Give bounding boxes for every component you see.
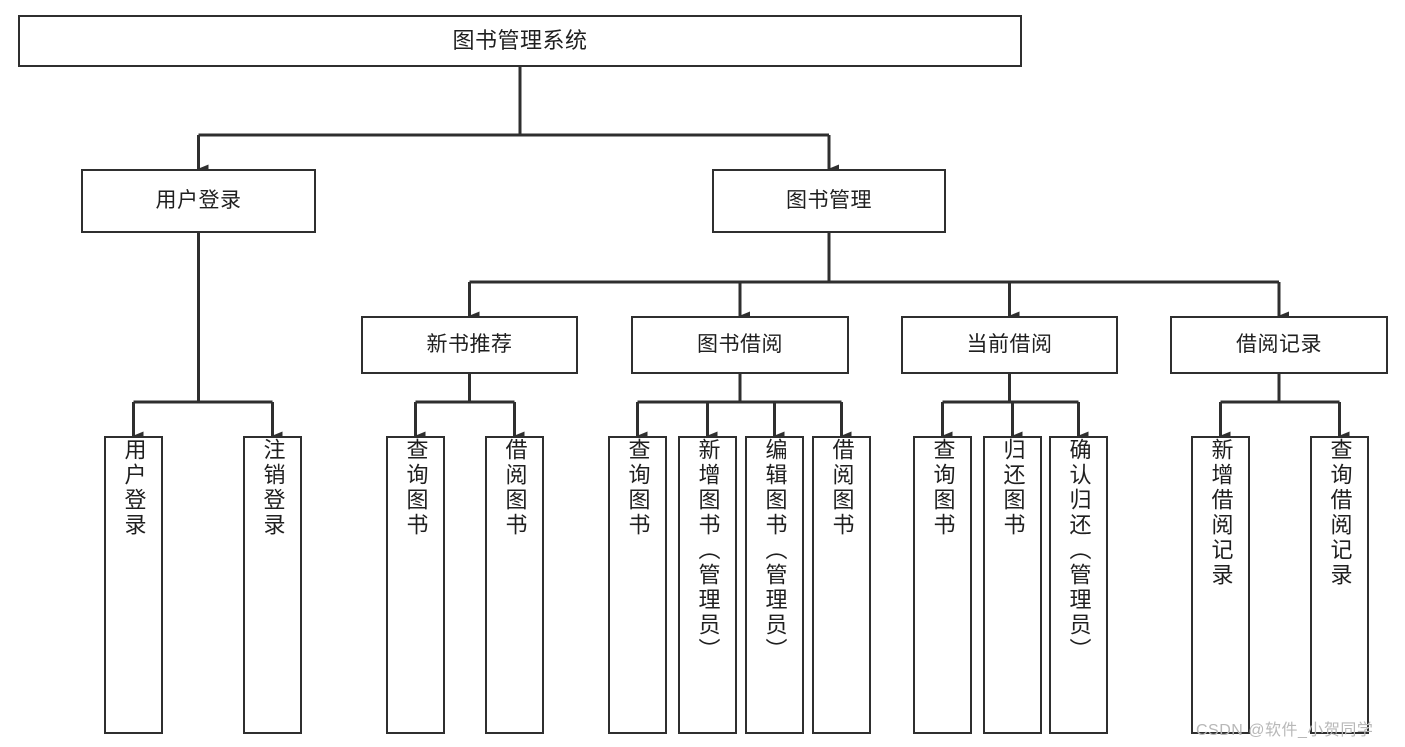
node-leaf-query-book-1[interactable]: 查询图书 — [386, 436, 445, 734]
node-label: 注销登录 — [260, 438, 286, 538]
node-label: 新书推荐 — [426, 333, 513, 357]
node-label: 借阅记录 — [1236, 333, 1322, 357]
node-label: 用户登录 — [121, 438, 147, 538]
node-label: 借阅图书 — [829, 438, 855, 538]
node-leaf-return-book[interactable]: 归还图书 — [983, 436, 1042, 734]
node-leaf-add-record[interactable]: 新增借阅记录 — [1191, 436, 1250, 734]
node-label: 确认归还（管理员） — [1066, 438, 1092, 663]
node-leaf-borrow-book-1[interactable]: 借阅图书 — [485, 436, 544, 734]
node-borrow-record[interactable]: 借阅记录 — [1170, 316, 1388, 374]
node-label: 归还图书 — [1000, 438, 1026, 538]
node-new-book-recommend[interactable]: 新书推荐 — [361, 316, 578, 374]
node-label: 用户登录 — [155, 189, 242, 213]
node-label: 图书管理 — [786, 189, 872, 213]
node-leaf-edit-book[interactable]: 编辑图书（管理员） — [745, 436, 804, 734]
node-leaf-query-book-3[interactable]: 查询图书 — [913, 436, 972, 734]
node-current-borrow[interactable]: 当前借阅 — [901, 316, 1118, 374]
node-leaf-borrow-book-2[interactable]: 借阅图书 — [812, 436, 871, 734]
node-label: 查询图书 — [403, 438, 429, 538]
node-label: 当前借阅 — [966, 333, 1053, 357]
node-label: 编辑图书（管理员） — [762, 438, 788, 663]
node-root-system[interactable]: 图书管理系统 — [18, 15, 1022, 67]
node-leaf-logout[interactable]: 注销登录 — [243, 436, 302, 734]
watermark-text: CSDN @软件_小贺同学 — [1196, 722, 1374, 739]
node-label: 图书借阅 — [697, 333, 783, 357]
node-label: 查询图书 — [625, 438, 651, 538]
node-leaf-user-login[interactable]: 用户登录 — [104, 436, 163, 734]
node-label: 查询借阅记录 — [1327, 438, 1353, 588]
node-label: 图书管理系统 — [452, 27, 588, 53]
node-user-login[interactable]: 用户登录 — [81, 169, 316, 233]
node-leaf-query-book-2[interactable]: 查询图书 — [608, 436, 667, 734]
node-label: 查询图书 — [930, 438, 956, 538]
node-book-borrow[interactable]: 图书借阅 — [631, 316, 849, 374]
node-label: 借阅图书 — [502, 438, 528, 538]
node-leaf-query-record[interactable]: 查询借阅记录 — [1310, 436, 1369, 734]
node-label: 新增借阅记录 — [1208, 438, 1234, 588]
node-leaf-add-book[interactable]: 新增图书（管理员） — [678, 436, 737, 734]
node-label: 新增图书（管理员） — [695, 438, 721, 663]
node-book-manage[interactable]: 图书管理 — [712, 169, 946, 233]
node-leaf-confirm-return[interactable]: 确认归还（管理员） — [1049, 436, 1108, 734]
